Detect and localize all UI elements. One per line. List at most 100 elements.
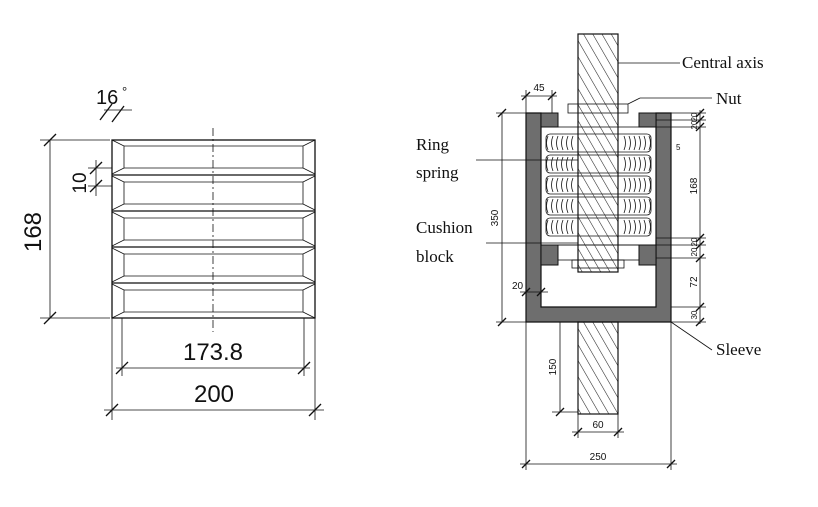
spring-ring-arc-right bbox=[638, 198, 641, 214]
dim-20-left-tick-b bbox=[536, 287, 546, 297]
spring-ring-arc-left bbox=[566, 177, 569, 193]
spring-ring-arc-right bbox=[648, 219, 651, 235]
angle-degree-symbol: ° bbox=[122, 84, 127, 99]
spring-ring-arc-left bbox=[556, 135, 559, 151]
spring-ring-arc-right bbox=[623, 198, 626, 214]
ring-spring-stack-drawing: 168 10 16 ° 173.8 200 bbox=[20, 84, 324, 420]
spring-ring-arc-right bbox=[638, 135, 641, 151]
ring-band-right-lobe bbox=[302, 283, 316, 319]
spring-ring-arc-left bbox=[561, 219, 564, 235]
spring-ring-arc-left bbox=[571, 198, 574, 214]
spring-ring-arc-left bbox=[566, 156, 569, 172]
spring-ring-arc-right bbox=[648, 198, 651, 214]
sleeve-flange-right bbox=[638, 112, 657, 128]
spring-ring-arc-left bbox=[566, 198, 569, 214]
spring-ring-arc-left bbox=[551, 177, 554, 193]
cushion-block-right bbox=[638, 244, 657, 266]
spacing-tick-bottom bbox=[89, 179, 103, 193]
spring-ring-arc-left bbox=[571, 219, 574, 235]
spring-ring-arc-right bbox=[628, 177, 631, 193]
height-tick-top bbox=[43, 133, 57, 147]
angle-dim-text: 16 bbox=[96, 87, 118, 109]
inner-width-tick-left bbox=[115, 361, 129, 375]
spring-ring-arc-left bbox=[556, 198, 559, 214]
spring-ring-arc-right bbox=[638, 156, 641, 172]
spring-ring-arc-right bbox=[628, 135, 631, 151]
right-dim-tick bbox=[695, 233, 705, 243]
central-rod-upper bbox=[577, 33, 619, 273]
dim-45-tick-right bbox=[547, 91, 557, 101]
dim-250-text: 250 bbox=[590, 452, 607, 463]
spring-ring-arc-left bbox=[571, 156, 574, 172]
spring-ring-arc-right bbox=[643, 198, 646, 214]
sleeve-label: Sleeve bbox=[716, 340, 761, 359]
spring-ring-arc-left bbox=[571, 135, 574, 151]
spring-ring-arc-left bbox=[546, 156, 549, 172]
nut-leader-a bbox=[627, 97, 641, 105]
inner-width-tick-right bbox=[297, 361, 311, 375]
dim-60-text: 60 bbox=[592, 420, 604, 431]
nut-label: Nut bbox=[716, 89, 742, 108]
dim-60-tick-left bbox=[573, 427, 583, 437]
right-dim-ticks bbox=[695, 108, 705, 327]
dim-150-tick bbox=[555, 407, 565, 417]
right-dim-tick bbox=[695, 115, 705, 125]
spring-ring-arc-left bbox=[546, 135, 549, 151]
spacing-dim-text: 10 bbox=[70, 172, 91, 193]
ring-band-right-lobe bbox=[302, 247, 316, 283]
spring-ring-arc-left bbox=[561, 177, 564, 193]
dim-250-tick-left bbox=[521, 459, 531, 469]
ring-band-left-lobe bbox=[111, 247, 125, 283]
spring-ring-arc-right bbox=[633, 156, 636, 172]
ring-spring-label-2: spring bbox=[416, 163, 459, 182]
spring-ring-arc-left bbox=[556, 177, 559, 193]
central-rod-lower bbox=[577, 321, 619, 415]
spring-ring-arc-left bbox=[551, 135, 554, 151]
spring-ring-arc-left bbox=[556, 156, 559, 172]
ring-band-right-lobe bbox=[302, 211, 316, 247]
outer-width-tick-right bbox=[308, 403, 322, 417]
spring-ring-arc-right bbox=[628, 198, 631, 214]
dim-20-left-tick-a bbox=[521, 287, 531, 297]
dim-20-left-text: 20 bbox=[512, 281, 524, 292]
dim-45-text: 45 bbox=[533, 83, 545, 94]
ring-band-right-lobe bbox=[302, 175, 316, 211]
dim-168-text: 168 bbox=[689, 177, 700, 194]
spring-ring-arc-right bbox=[638, 219, 641, 235]
dim-20-b1-text: 20 bbox=[690, 237, 699, 246]
ring-band-left-lobe bbox=[111, 139, 125, 175]
right-dim-tick bbox=[695, 122, 705, 132]
spring-ring-arc-right bbox=[643, 156, 646, 172]
cushion-block-left bbox=[540, 244, 559, 266]
spring-ring-arc-left bbox=[546, 198, 549, 214]
sleeve-flange-left bbox=[540, 112, 559, 128]
central-axis-label: Central axis bbox=[682, 53, 764, 72]
dim-20-top2-text: 20 bbox=[690, 120, 699, 129]
dim-350-tick-bottom bbox=[497, 317, 507, 327]
spring-ring-arc-right bbox=[633, 219, 636, 235]
outer-width-dim-text: 200 bbox=[194, 381, 234, 408]
dim-150-text: 150 bbox=[548, 358, 559, 375]
spring-ring-arc-right bbox=[623, 219, 626, 235]
dim-60-tick-right bbox=[613, 427, 623, 437]
spring-ring-arc-right bbox=[628, 219, 631, 235]
spring-ring-arc-left bbox=[546, 219, 549, 235]
spring-ring-arc-right bbox=[648, 135, 651, 151]
right-dim-tick bbox=[695, 302, 705, 312]
cushion-label-2: block bbox=[416, 247, 454, 266]
height-dim-text: 168 bbox=[20, 212, 47, 252]
outer-width-tick-left bbox=[105, 403, 119, 417]
dim-20-b2-text: 20 bbox=[690, 247, 699, 256]
spring-ring-arc-left bbox=[561, 156, 564, 172]
spring-ring-arc-right bbox=[623, 177, 626, 193]
height-tick-bottom bbox=[43, 311, 57, 325]
ring-bands bbox=[111, 139, 316, 319]
dim-30-text: 30 bbox=[690, 310, 699, 319]
damper-section-drawing: Central axis Nut Ring spring Cushion blo… bbox=[416, 33, 764, 470]
spacing-tick-top bbox=[89, 161, 103, 175]
right-dim-tick bbox=[695, 253, 705, 263]
dim-250-tick-right bbox=[666, 459, 676, 469]
spring-ring-arc-right bbox=[643, 135, 646, 151]
